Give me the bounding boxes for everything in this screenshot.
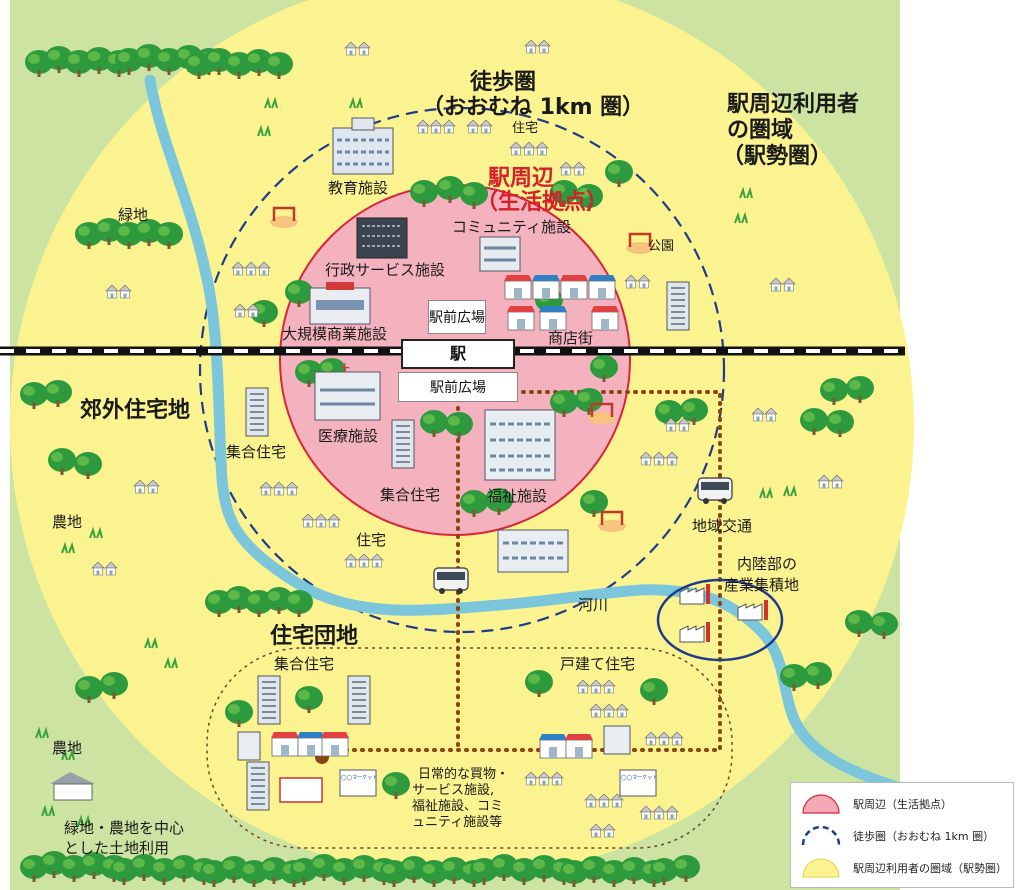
station-plaza-north: 駅前広場 [428,300,486,334]
label-estate-apartments: 集合住宅 [274,655,335,673]
label-suburban: 郊外住宅地 [80,398,191,423]
label-apartments-center: 集合住宅 [380,486,441,504]
legend: 駅周辺（生活拠点） 徒歩圏（おおむね 1km 圏） 駅周辺利用者の圏域（駅勢圏） [790,782,1014,888]
label-landuse-1: 緑地・農地を中心 [64,819,185,837]
catchment-title-3: （駅勢圏） [722,144,833,169]
label-daily-facilities-2: サービス施設, [412,783,495,798]
label-community: コミュニティ施設 [452,218,572,236]
legend-item-walking-area: 徒歩圏（おおむね 1km 圏） [799,821,1009,851]
label-landuse-2: とした土地利用 [64,839,170,857]
label-farmland-bottom: 農地 [52,739,83,757]
label-farmland-left: 農地 [52,513,83,531]
label-park: 公園 [648,239,675,254]
label-daily-facilities-1: 日常的な買物・ [418,767,510,782]
catchment-title-1: 駅周辺利用者 [727,92,860,117]
legend-label-station-area: 駅周辺（生活拠点） [853,798,952,811]
station-area-title: 駅周辺 [488,166,555,191]
legend-item-catchment: 駅周辺利用者の圏域（駅勢圏） [799,853,1009,883]
legend-label-catchment: 駅周辺利用者の圏域（駅勢圏） [853,862,1007,875]
label-education: 教育施設 [328,179,389,197]
legend-item-station-area: 駅周辺（生活拠点） [799,789,1009,819]
medical-building: + [314,360,381,421]
catchment-swatch-icon [802,858,840,878]
mini-store-sign-1: ◯◯マーケット [341,775,378,781]
welfare-building [484,409,556,481]
label-housing-estate: 住宅団地 [270,624,359,649]
station-building: 駅 [401,339,515,369]
school-lower [497,529,569,573]
label-apartments-left: 集合住宅 [226,443,287,461]
label-green-area: 緑地 [118,206,149,224]
label-river: 河川 [578,596,609,614]
walking-area-swatch-icon [801,825,841,846]
label-daily-facilities-4: ュニティ施設等 [412,815,503,830]
legend-label-walking-area: 徒歩圏（おおむね 1km 圏） [853,830,995,843]
label-large-retail: 大規模商業施設 [282,325,388,343]
label-shopping-street: 商店街 [548,329,594,347]
station-area-swatch-icon [802,794,840,814]
industrial-ellipse [656,578,784,662]
education-building [332,117,394,175]
label-housing-top: 住宅 [512,121,539,136]
label-welfare: 福祉施設 [487,487,548,505]
mini-store-sign-2: ◯◯マーケット [621,775,658,781]
retail-building [309,282,371,325]
label-industrial-2: 産業集積地 [724,576,800,594]
label-industrial-1: 内陸部の [737,555,798,573]
station-plaza-south: 駅前広場 [398,372,518,402]
farmhouse [50,772,95,801]
walking-area-subtitle: （おおむね 1km 圏） [422,95,645,120]
walking-area-title: 徒歩圏 [470,70,537,95]
svg-text:+: + [339,360,351,376]
admin-building [356,217,408,259]
walking-area-circle [198,106,726,634]
station-area-subtitle: （生活拠点） [476,190,609,215]
label-medical: 医療施設 [318,427,379,445]
label-housing-mid: 住宅 [356,531,387,549]
label-detached-housing: 戸建て住宅 [560,655,636,673]
label-admin: 行政サービス施設 [325,261,446,279]
label-local-transport: 地域交通 [692,517,753,535]
community-building [479,236,521,272]
estate-shops [237,725,657,803]
catchment-title-2: の圏域 [727,118,794,143]
label-daily-facilities-3: 福祉施設、コミ [412,799,504,814]
